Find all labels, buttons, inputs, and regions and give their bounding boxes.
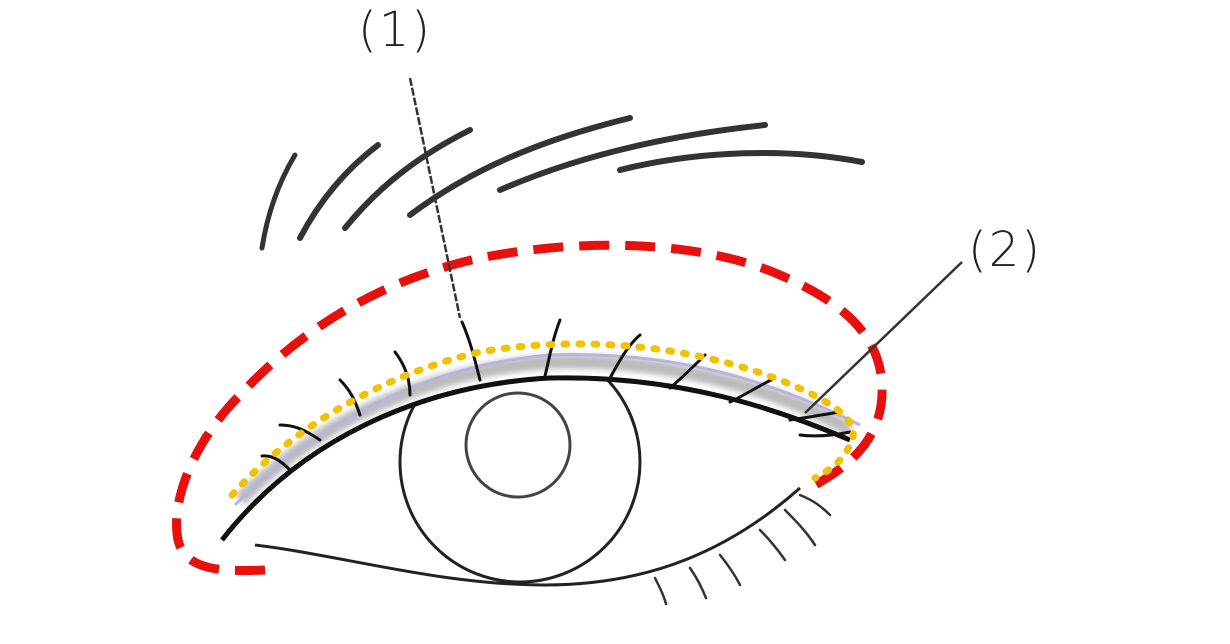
eyebrow: [259, 115, 865, 251]
label-2: (2): [968, 222, 1042, 278]
outer-eyeshadow-region: [172, 240, 887, 576]
leader-line-2: [804, 261, 963, 414]
lash-line-region: [228, 340, 857, 499]
leader-line-1: [408, 77, 462, 319]
iris: [398, 377, 642, 584]
upper-eyelid: [220, 375, 851, 542]
label-1: (1): [358, 2, 432, 58]
lower-eyelashes: [653, 493, 832, 606]
lower-eyelid: [254, 486, 801, 587]
